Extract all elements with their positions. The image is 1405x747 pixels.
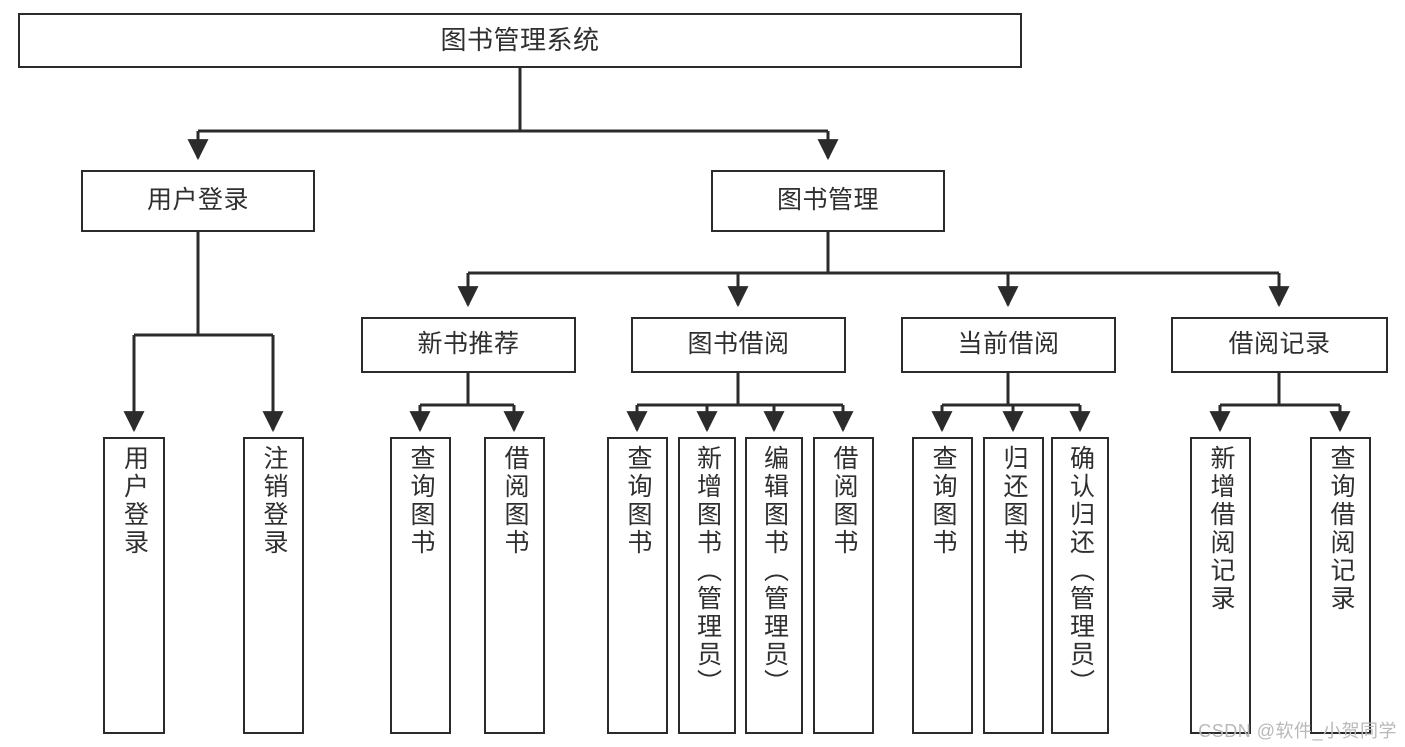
node-user-login-label: 用户登录 bbox=[146, 186, 249, 215]
node-new-book-recommend[interactable]: 新书推荐 bbox=[361, 317, 576, 373]
leaf-query-borrow-record-label: 查询借阅记录 bbox=[1327, 445, 1355, 613]
leaf-query-book-borrow[interactable]: 查询图书 bbox=[607, 437, 668, 734]
leaf-query-book-current[interactable]: 查询图书 bbox=[912, 437, 973, 734]
leaf-query-book-borrow-label: 查询图书 bbox=[624, 445, 652, 557]
leaf-add-book-admin-label: 新增图书（管理员） bbox=[693, 445, 722, 697]
node-book-borrow[interactable]: 图书借阅 bbox=[631, 317, 846, 373]
leaf-borrow-book[interactable]: 借阅图书 bbox=[813, 437, 874, 734]
leaf-confirm-return-admin-label: 确认归还（管理员） bbox=[1066, 445, 1095, 697]
leaf-edit-book-admin-label: 编辑图书（管理员） bbox=[760, 445, 789, 697]
leaf-add-borrow-record[interactable]: 新增借阅记录 bbox=[1190, 437, 1251, 734]
leaf-borrow-book-label: 借阅图书 bbox=[830, 445, 858, 557]
leaf-query-borrow-record[interactable]: 查询借阅记录 bbox=[1310, 437, 1371, 734]
leaf-borrow-book-recommend[interactable]: 借阅图书 bbox=[484, 437, 545, 734]
leaf-query-book-current-label: 查询图书 bbox=[929, 445, 957, 557]
leaf-query-book-recommend-label: 查询图书 bbox=[407, 445, 435, 557]
node-user-login[interactable]: 用户登录 bbox=[81, 170, 315, 232]
node-root-label: 图书管理系统 bbox=[440, 25, 600, 56]
leaf-return-book[interactable]: 归还图书 bbox=[983, 437, 1044, 734]
node-book-management[interactable]: 图书管理 bbox=[711, 170, 945, 232]
node-current-borrow[interactable]: 当前借阅 bbox=[901, 317, 1116, 373]
leaf-user-login-label: 用户登录 bbox=[120, 445, 149, 557]
leaf-return-book-label: 归还图书 bbox=[1000, 445, 1028, 557]
leaf-borrow-book-recommend-label: 借阅图书 bbox=[501, 445, 529, 557]
node-new-book-recommend-label: 新书推荐 bbox=[417, 330, 520, 359]
node-borrow-records-label: 借阅记录 bbox=[1228, 330, 1331, 359]
csdn-watermark: CSDN @软件_小贺同学 bbox=[1198, 721, 1397, 741]
leaf-confirm-return-admin[interactable]: 确认归还（管理员） bbox=[1051, 437, 1109, 734]
leaf-add-book-admin[interactable]: 新增图书（管理员） bbox=[678, 437, 736, 734]
leaf-query-book-recommend[interactable]: 查询图书 bbox=[390, 437, 451, 734]
leaf-logout-label: 注销登录 bbox=[260, 445, 288, 557]
node-book-borrow-label: 图书借阅 bbox=[687, 330, 790, 359]
leaf-edit-book-admin[interactable]: 编辑图书（管理员） bbox=[745, 437, 803, 734]
node-root[interactable]: 图书管理系统 bbox=[18, 13, 1022, 68]
leaf-add-borrow-record-label: 新增借阅记录 bbox=[1207, 445, 1235, 613]
node-borrow-records[interactable]: 借阅记录 bbox=[1171, 317, 1388, 373]
node-book-management-label: 图书管理 bbox=[776, 186, 879, 215]
leaf-logout[interactable]: 注销登录 bbox=[243, 437, 304, 734]
node-current-borrow-label: 当前借阅 bbox=[957, 330, 1060, 359]
leaf-user-login[interactable]: 用户登录 bbox=[103, 437, 165, 734]
